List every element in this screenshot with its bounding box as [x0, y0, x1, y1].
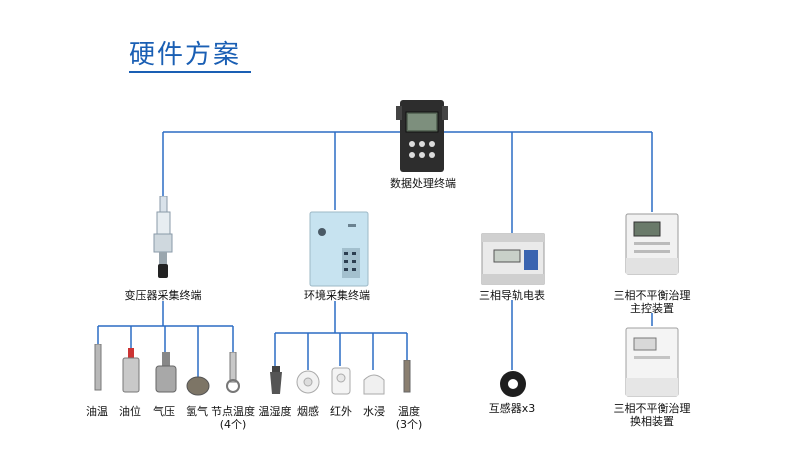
smoke-label: 烟感 — [297, 405, 319, 418]
node-temp-label-2: (4个) — [219, 418, 247, 431]
infrared-sensor — [331, 367, 351, 395]
title-underline — [129, 71, 251, 73]
phase-switch-label-1: 三相不平衡治理 — [613, 402, 691, 415]
page-title: 硬件方案 — [129, 40, 242, 70]
oil-level-sensor — [122, 348, 140, 393]
meter-label: 三相导轨电表 — [479, 289, 545, 302]
temp-humidity-label: 温湿度 — [258, 405, 292, 418]
oil-level-label: 油位 — [119, 405, 141, 418]
temp-sensor — [403, 360, 411, 393]
hydrogen-label: 氢气 — [186, 405, 208, 418]
transformer-terminal-device — [153, 196, 173, 278]
temp-humidity-sensor — [270, 366, 282, 394]
phase-switch-label-2: 换相装置 — [630, 415, 674, 428]
current-transformer-device — [500, 371, 526, 397]
environment-label: 环境采集终端 — [304, 289, 370, 302]
water-immersion-sensor — [363, 374, 385, 395]
oil-temp-label: 油温 — [86, 405, 108, 418]
transformer-label: 变压器采集终端 — [124, 289, 202, 302]
infrared-label: 红外 — [330, 405, 352, 418]
main-control-label-2: 主控装置 — [630, 302, 674, 315]
ct-label: 互感器x3 — [488, 402, 536, 415]
temp-label-1: 温度 — [398, 405, 420, 418]
rail-meter-device — [481, 233, 545, 285]
data-terminal-device — [396, 100, 448, 172]
phase-switch-device — [625, 327, 679, 397]
hydrogen-sensor — [186, 376, 210, 396]
main-control-label-1: 三相不平衡治理 — [613, 289, 691, 302]
hub-label: 数据处理终端 — [390, 177, 456, 190]
oil-temp-sensor — [94, 344, 102, 391]
node-temp-sensor — [226, 352, 240, 393]
main-control-device — [625, 213, 679, 275]
smoke-sensor — [296, 370, 320, 394]
gas-pressure-label: 气压 — [153, 405, 175, 418]
node-temp-label-1: 节点温度 — [211, 405, 255, 418]
temp-label-2: (3个) — [395, 418, 423, 431]
water-label: 水浸 — [363, 405, 385, 418]
environment-terminal-device — [309, 211, 369, 287]
gas-pressure-sensor — [155, 352, 177, 393]
